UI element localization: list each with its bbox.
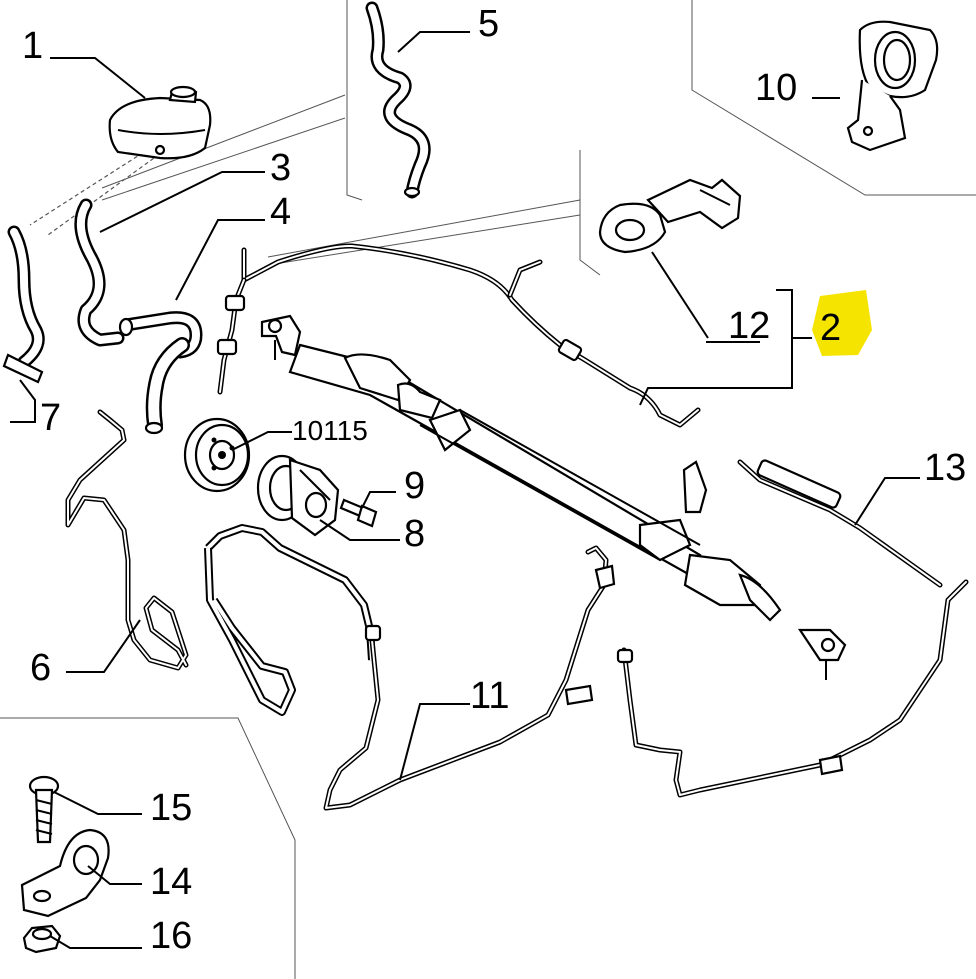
callout-3: 3 xyxy=(270,147,291,189)
callout-labels: 1 2 3 4 5 6 7 8 9 10 10115 11 12 13 14 1… xyxy=(22,3,966,957)
pipe-part-2 xyxy=(216,243,701,428)
leader-lines xyxy=(10,31,920,949)
callout-16: 16 xyxy=(150,915,192,957)
pipe-part-6 xyxy=(65,409,189,671)
belt-part xyxy=(204,524,376,716)
pump-part-8 xyxy=(256,454,340,537)
hose-part-4 xyxy=(118,311,203,435)
callout-1: 1 xyxy=(22,25,43,67)
clip-part-14 xyxy=(20,828,110,918)
callout-13: 13 xyxy=(924,447,966,489)
callout-2-highlight xyxy=(812,290,872,356)
callout-10115: 10115 xyxy=(292,415,368,446)
nut-part-16 xyxy=(22,924,62,954)
bracket-part-10 xyxy=(846,20,939,152)
callout-4: 4 xyxy=(270,191,291,233)
callout-7: 7 xyxy=(40,397,61,439)
callout-6: 6 xyxy=(30,647,51,689)
pipe-part-13 xyxy=(616,459,969,798)
steering-rack xyxy=(260,314,847,680)
hose-part-3 xyxy=(74,198,125,347)
hose-part-7 xyxy=(2,225,45,384)
pulley-part-10115 xyxy=(183,417,251,493)
callout-10: 10 xyxy=(755,67,797,109)
callout-12: 12 xyxy=(728,305,770,347)
hose-part-5 xyxy=(365,1,431,199)
callout-14: 14 xyxy=(150,861,192,903)
fitting-part-12 xyxy=(598,178,742,254)
callout-9: 9 xyxy=(404,465,425,507)
callout-15: 15 xyxy=(150,787,192,829)
callout-11: 11 xyxy=(470,675,509,717)
bolt-part-9 xyxy=(339,498,378,528)
callout-2: 2 xyxy=(820,307,841,349)
callout-8: 8 xyxy=(404,513,425,555)
reservoir-part xyxy=(108,85,212,160)
screw-part-15 xyxy=(28,775,60,844)
callout-5: 5 xyxy=(478,3,499,45)
pipe-part-11 xyxy=(323,545,616,811)
